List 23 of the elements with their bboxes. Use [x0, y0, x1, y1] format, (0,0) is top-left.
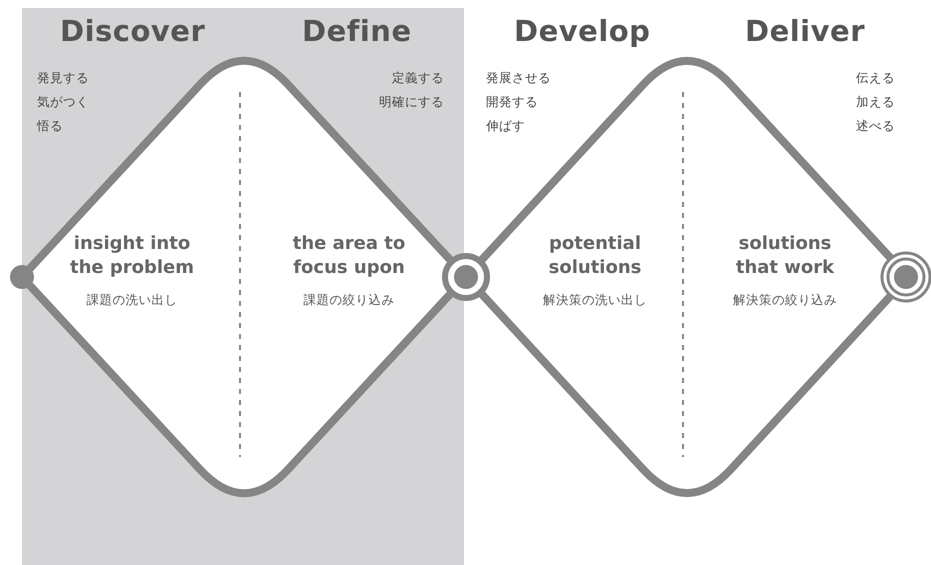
stage-text: insight into the problem	[68, 232, 196, 280]
stage-subtext: 解決策の絞り込み	[732, 292, 838, 309]
stage-subtext: 課題の洗い出し	[86, 292, 178, 309]
verb-text: 伸ばす	[486, 118, 525, 134]
phase-heading: Deliver	[745, 14, 865, 48]
stage-subtext: 解決策の洗い出し	[542, 292, 648, 309]
phase-heading: Define	[302, 14, 412, 48]
verb-text: 気がつく	[37, 94, 89, 110]
verb-text: 加える	[856, 94, 895, 110]
verb-text: 発見する	[37, 70, 89, 86]
verb-text: 伝える	[856, 70, 895, 86]
verb-text: 悟る	[37, 118, 63, 134]
stage-text: solutions that work	[734, 232, 836, 280]
stage-text: the area to focus upon	[292, 232, 406, 280]
verb-text: 発展させる	[486, 70, 551, 86]
verb-text: 開発する	[486, 94, 538, 110]
verb-text: 明確にする	[379, 94, 444, 110]
phase-heading: Develop	[514, 14, 650, 48]
stage-text: potential solutions	[548, 232, 642, 280]
verb-text: 定義する	[392, 70, 444, 86]
verb-text: 述べる	[856, 118, 895, 134]
stage-subtext: 課題の絞り込み	[302, 292, 396, 309]
phase-heading: Discover	[60, 14, 206, 48]
